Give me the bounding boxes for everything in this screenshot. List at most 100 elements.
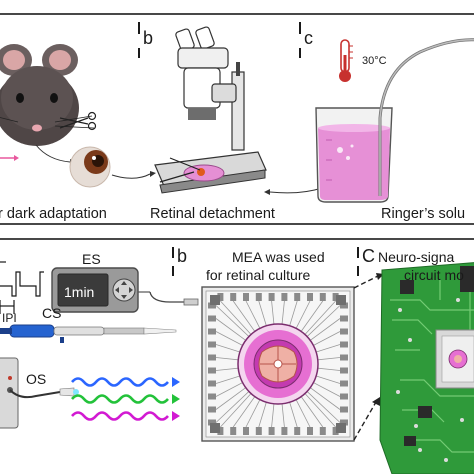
zoom-line-top <box>353 275 379 289</box>
mea-trace <box>215 305 251 338</box>
es-cable <box>149 291 184 303</box>
mea-corner-pad <box>336 423 346 433</box>
ipi-label: IPI <box>2 311 17 325</box>
mea-trace <box>303 392 336 428</box>
mea-chip-icon <box>201 286 355 442</box>
mea-trace <box>297 300 324 336</box>
eye-icon <box>69 146 111 188</box>
cs-label: CS <box>42 305 61 321</box>
mea-contact-pad <box>340 380 348 387</box>
mea-contact-pad <box>217 293 224 301</box>
mea-contact-pad <box>268 293 275 301</box>
mea-trace <box>220 392 253 428</box>
top-letter-c: c <box>304 28 313 48</box>
mea-trace <box>232 300 259 336</box>
mea-title-line1: MEA was used <box>232 249 325 265</box>
mea-trace <box>232 392 259 428</box>
wave-magenta <box>71 411 169 421</box>
bottom-panel-frame <box>0 238 474 240</box>
beaker-icon <box>315 107 393 203</box>
mea-contact-pad <box>268 427 275 435</box>
bottom-letter-b: b <box>177 246 187 266</box>
neuro-title-line2: circuit mo <box>404 267 464 283</box>
mea-trace <box>215 390 251 423</box>
mea-contact-pad <box>243 427 249 435</box>
bottom-letter-c: C <box>362 246 375 266</box>
mea-trace <box>305 305 341 338</box>
caption-ringers-solution: Ringer’s solu <box>381 206 465 222</box>
mea-contact-pad <box>208 302 216 309</box>
mea-corner-pad <box>210 423 220 433</box>
pulse-waveform <box>0 261 44 314</box>
mea-corner-pad <box>336 295 346 305</box>
scissors-icon <box>59 111 97 131</box>
os-label: OS <box>26 371 46 387</box>
mea-trace <box>215 318 251 344</box>
mea-title-line2: for retinal culture <box>206 267 310 283</box>
mea-contact-pad <box>307 293 313 301</box>
wave-blue <box>71 377 169 387</box>
mea-contact-pad <box>340 354 348 361</box>
temperature-label: 30°C <box>362 55 387 67</box>
mea-contact-pad <box>208 367 216 374</box>
mea-contact-pad <box>208 419 216 426</box>
top-letter-b: b <box>143 28 153 48</box>
mea-contact-pad <box>281 293 288 301</box>
arrow-eye-to-stage <box>111 173 151 179</box>
mea-contact-pad <box>230 427 237 435</box>
tube-line <box>378 38 474 196</box>
mea-contact-pad <box>255 293 262 301</box>
mea-trace <box>215 384 251 410</box>
caption-dark-adaptation: r dark adaptation <box>0 206 107 222</box>
mea-contact-pad <box>340 419 348 426</box>
mea-contact-pad <box>208 393 216 400</box>
mea-contact-pad <box>340 302 348 309</box>
mea-trace <box>220 300 253 336</box>
mea-contact-pad <box>281 427 288 435</box>
thermometer-icon <box>339 39 353 82</box>
mea-contact-pad <box>230 293 237 301</box>
caption-retinal-detachment: Retinal detachment <box>150 206 275 222</box>
pcb-board-icon <box>379 262 474 474</box>
mea-contact-pad <box>319 293 326 301</box>
mea-trace <box>303 300 336 336</box>
mea-contact-pad <box>340 406 348 413</box>
mea-contact-pad <box>208 315 216 322</box>
mea-contact-pad <box>255 427 262 435</box>
neuro-title-line1: Neuro-signa <box>378 249 454 265</box>
mea-contact-pad <box>340 367 348 374</box>
mea-contact-pad <box>332 427 339 435</box>
arrow-mouse-to-eye <box>35 144 71 163</box>
es-display: 1min <box>64 284 94 300</box>
mea-contact-pad <box>340 341 348 348</box>
mea-contact-pad <box>208 328 216 335</box>
mea-trace <box>297 392 324 428</box>
mea-contact-pad <box>208 354 216 361</box>
arrow-beaker-to-stage <box>269 187 323 194</box>
mea-contact-pad <box>340 393 348 400</box>
zoom-line-bottom <box>353 401 377 441</box>
mouse-icon <box>0 44 95 146</box>
es-label: ES <box>82 251 101 267</box>
mea-trace <box>305 318 341 344</box>
mea-contact-pad <box>208 341 216 348</box>
mea-contact-pad <box>332 293 339 301</box>
mea-contact-pad <box>208 380 216 387</box>
mea-contact-pad <box>217 427 224 435</box>
mea-contact-pad <box>340 315 348 322</box>
mea-contact-pad <box>208 406 216 413</box>
mea-contact-pad <box>294 427 301 435</box>
mea-contact-pad <box>294 293 301 301</box>
mea-corner-pad <box>210 295 220 305</box>
pipette-icon <box>0 324 177 343</box>
mea-trace <box>305 384 341 410</box>
wave-green <box>71 394 169 404</box>
top-panel-frame <box>0 13 474 225</box>
mea-contact-pad <box>243 293 249 301</box>
mea-contact-pad <box>319 427 326 435</box>
stimulator-icon <box>51 267 150 313</box>
microscope-icon <box>154 26 267 194</box>
mea-trace <box>305 390 341 423</box>
light-source-icon <box>0 357 79 429</box>
